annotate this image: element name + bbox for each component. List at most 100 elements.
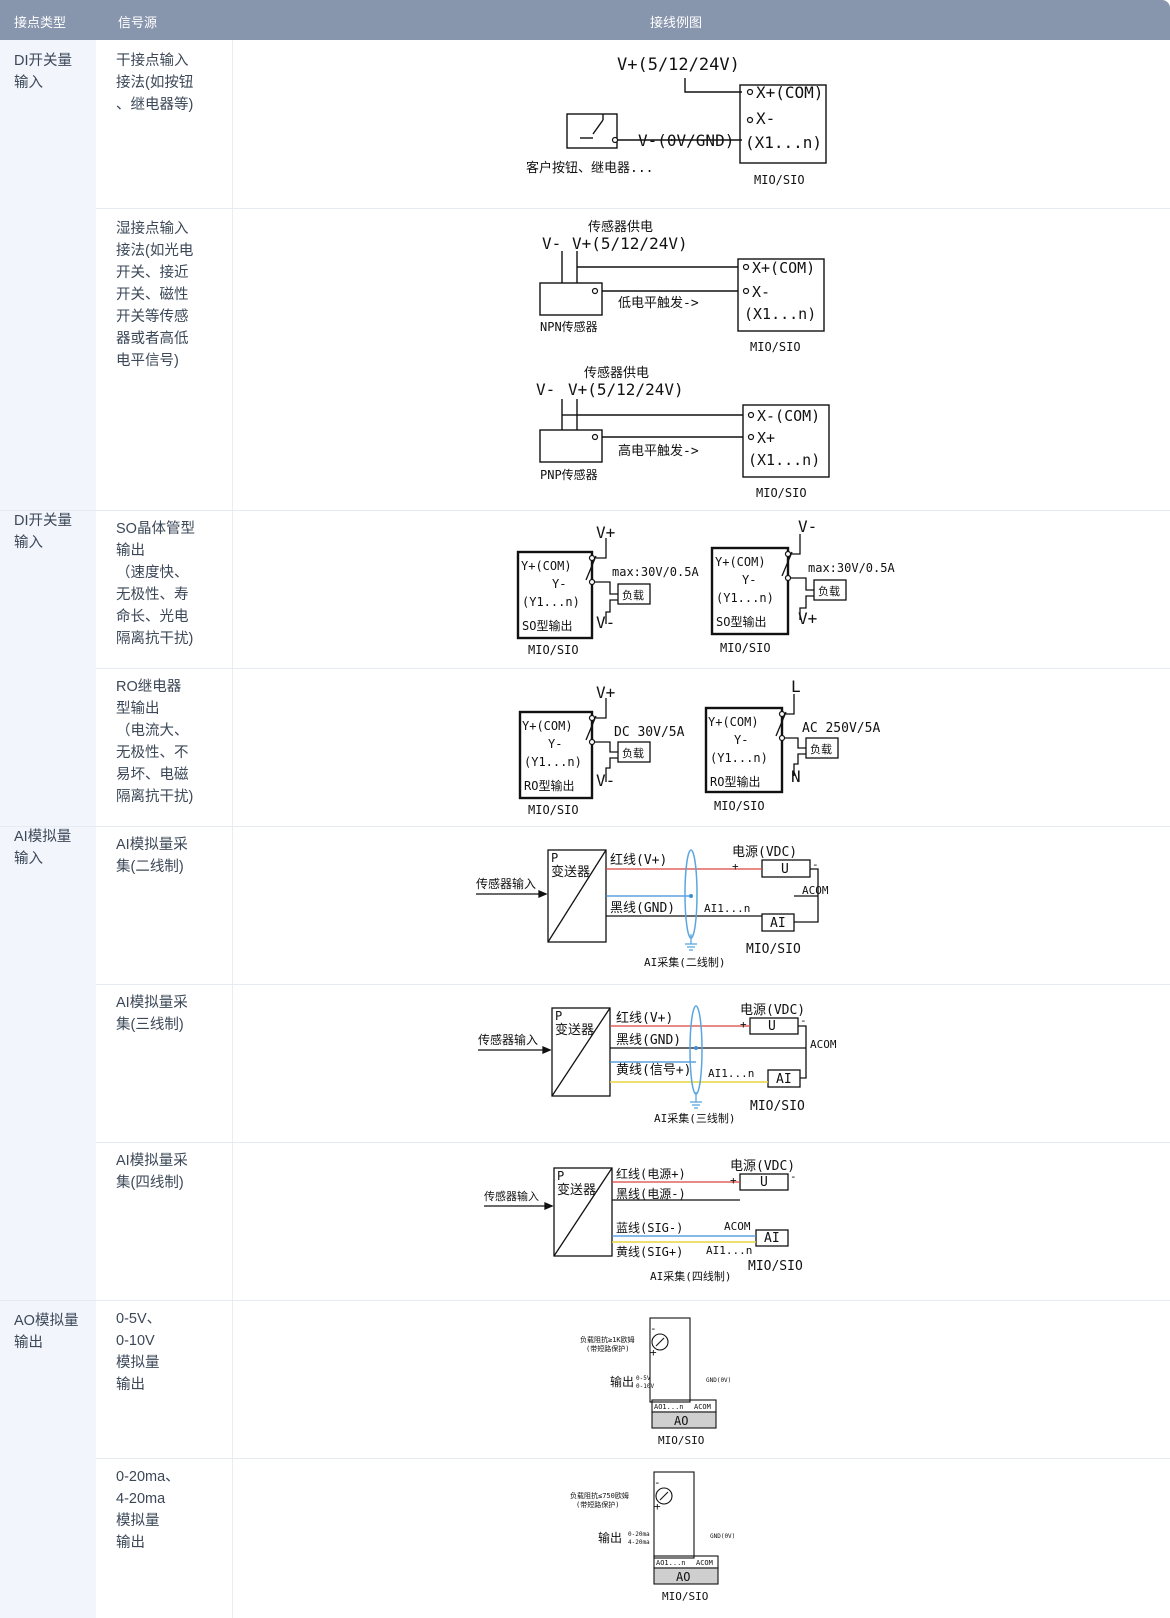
so-b-module: MIO/SIO — [720, 641, 771, 655]
ai3-red: 红线(V+) — [616, 1010, 673, 1026]
ai4-module: MIO/SIO — [748, 1259, 803, 1274]
group-di-output: DI开关量 输入 — [14, 513, 72, 551]
aoi-r2: 4-20ma — [628, 1539, 650, 1546]
ai3-minus: - — [800, 1014, 807, 1027]
ro-b-com: Y+(COM) — [708, 715, 759, 729]
ro-a-load: 负载 — [622, 746, 644, 760]
ai2-input: 传感器输入 — [476, 876, 536, 891]
pnp-power: 传感器供电 — [584, 365, 649, 381]
row-divider — [96, 984, 1170, 985]
ai3-ai-ch: AI1...n — [708, 1067, 754, 1080]
aov-minus: - — [650, 1322, 657, 1335]
so-a-bottom: V- — [596, 613, 615, 632]
so-a-y: Y- — [552, 577, 566, 591]
so-b-y: Y- — [742, 573, 756, 587]
ai2-tx: 变送器 — [551, 864, 590, 880]
npn-term-n: (X1...n) — [744, 305, 816, 323]
aoi-r1: 0-20ma — [628, 1531, 650, 1538]
aov-plus: + — [650, 1346, 657, 1359]
table-header: 接点类型 信号源 接线例图 — [0, 0, 1170, 40]
diagram-wet-contact: 传感器供电 V- V+(5/12/24V) X+(COM) X- (X1...n… — [536, 219, 830, 500]
group-divider — [0, 1300, 1170, 1301]
ai4-blue: 蓝线(SIG-) — [616, 1221, 683, 1235]
so-a-load: 负载 — [622, 588, 644, 602]
npn-vplus: V+(5/12/24V) — [572, 234, 688, 253]
ai3-u: U — [768, 1019, 776, 1034]
aoi-load1: 负载阻抗≤750欧姆 — [570, 1491, 629, 1500]
ai4-u: U — [760, 1175, 768, 1190]
source-ai-2wire: AI模拟量采 集(二线制) — [116, 837, 188, 875]
row-divider — [96, 208, 1170, 209]
ai3-power: 电源(VDC) — [740, 1003, 805, 1018]
pnp-term-x: X+ — [757, 429, 775, 447]
so-b-rating: max:30V/0.5A — [808, 561, 895, 575]
ai2-black: 黑线(GND) — [610, 901, 675, 916]
ai3-p: P — [555, 1009, 562, 1023]
ro-b-load: 负载 — [810, 742, 832, 756]
aoi-ch: AO1...n — [656, 1559, 686, 1567]
aov-ao: AO — [674, 1414, 688, 1428]
aov-load2: (带短路保护) — [586, 1344, 629, 1353]
npn-trigger: 低电平触发-> — [618, 295, 699, 311]
ai4-acom: ACOM — [724, 1220, 751, 1233]
row-divider — [96, 1142, 1170, 1143]
ai4-plus: + — [730, 1174, 737, 1187]
so-a-n: (Y1...n) — [522, 595, 580, 609]
source-wet-contact: 湿接点输入 接法(如光电 开关、接近 开关、磁性 开关等传感 器或者高低 电平信… — [116, 221, 194, 369]
npn-sensor: NPN传感器 — [540, 319, 598, 334]
aoi-acom: ACOM — [696, 1559, 713, 1567]
npn-module: MIO/SIO — [750, 340, 801, 354]
ro-b-type: RO型输出 — [710, 774, 760, 789]
ai4-black: 黑线(电源-) — [616, 1187, 686, 1201]
label-switch: 客户按钮、继电器... — [526, 160, 653, 176]
ai4-ai: AI — [764, 1231, 780, 1246]
ro-a-bottom: V- — [596, 771, 615, 790]
so-b-top: V- — [798, 517, 817, 536]
ai2-red: 红线(V+) — [610, 852, 667, 868]
source-ai-3wire: AI模拟量采 集(三线制) — [116, 995, 188, 1033]
ai4-red: 红线(电源+) — [616, 1166, 686, 1181]
term-x: X- — [756, 109, 775, 128]
diagram-ai-2wire: 传感器输入 P 变送器 红线(V+) 黑线(GND) 电源(VDC) + - U… — [476, 845, 829, 969]
group-ao-output: AO模拟量 输出 — [14, 1313, 79, 1351]
so-a-com: Y+(COM) — [521, 559, 572, 573]
group-divider — [0, 826, 1170, 827]
pnp-term-com: X-(COM) — [757, 407, 820, 425]
source-ro-output: RO继电器 型输出 （电流大、 无极性、不 易坏、电磁 隔离抗干扰) — [116, 679, 194, 805]
ai2-u: U — [781, 862, 789, 877]
pnp-term-n: (X1...n) — [748, 451, 820, 469]
source-ao-current: 0-20ma、 4-20ma 模拟量 输出 — [116, 1469, 180, 1551]
aoi-ao: AO — [676, 1570, 690, 1584]
diagram-ao-voltage: 负载阻抗≥1K欧姆 (带短路保护) - + 输出 0-5V 0-10V GND(… — [580, 1317, 731, 1447]
ai3-acom: ACOM — [810, 1038, 837, 1051]
ro-a-rating: DC 30V/5A — [614, 725, 685, 740]
ro-b-y: Y- — [734, 733, 748, 747]
ai2-minus: - — [812, 858, 819, 871]
header-signal-source: 信号源 — [118, 15, 158, 30]
npn-power: 传感器供电 — [588, 219, 653, 235]
so-a-type: SO型输出 — [522, 618, 572, 633]
aov-r1: 0-5V — [636, 1375, 651, 1382]
contact-type-column: DI开关量 输入 DI开关量 输入 AI模拟量 输入 AO模拟量 输出 — [0, 40, 97, 1618]
label-gnd: V-(0V/GND) — [638, 131, 734, 150]
so-a-top: V+ — [596, 523, 615, 542]
source-ai-4wire: AI模拟量采 集(四线制) — [116, 1153, 188, 1191]
ai4-yellow: 黄线(SIG+) — [616, 1245, 683, 1259]
ai2-ai: AI — [770, 916, 786, 931]
so-a-module: MIO/SIO — [528, 643, 579, 657]
diagram-ai-3wire: 传感器输入 P 变送器 红线(V+) 黑线(GND) 黄线(信号+) 电源(VD… — [478, 1003, 837, 1125]
aov-acom: ACOM — [694, 1403, 711, 1411]
signal-source-column: 干接点输入 接法(如按钮 、继电器等) 湿接点输入 接法(如光电 开关、接近 开… — [96, 40, 233, 1618]
ai2-ai-ch: AI1...n — [704, 902, 750, 915]
ai2-power: 电源(VDC) — [732, 845, 797, 860]
so-b-type: SO型输出 — [716, 614, 766, 629]
diagram-ai-4wire: 传感器输入 P 变送器 红线(电源+) 黑线(电源-) 蓝线(SIG-) 黄线(… — [484, 1159, 803, 1283]
ai4-input: 传感器输入 — [484, 1189, 539, 1203]
ai3-yellow: 黄线(信号+) — [616, 1063, 691, 1078]
aoi-plus: + — [654, 1500, 661, 1513]
ro-b-module: MIO/SIO — [714, 799, 765, 813]
ro-a-y: Y- — [548, 737, 562, 751]
ai3-tx: 变送器 — [555, 1022, 594, 1038]
aov-r2: 0-10V — [636, 1383, 654, 1390]
ai2-p: P — [551, 851, 558, 865]
